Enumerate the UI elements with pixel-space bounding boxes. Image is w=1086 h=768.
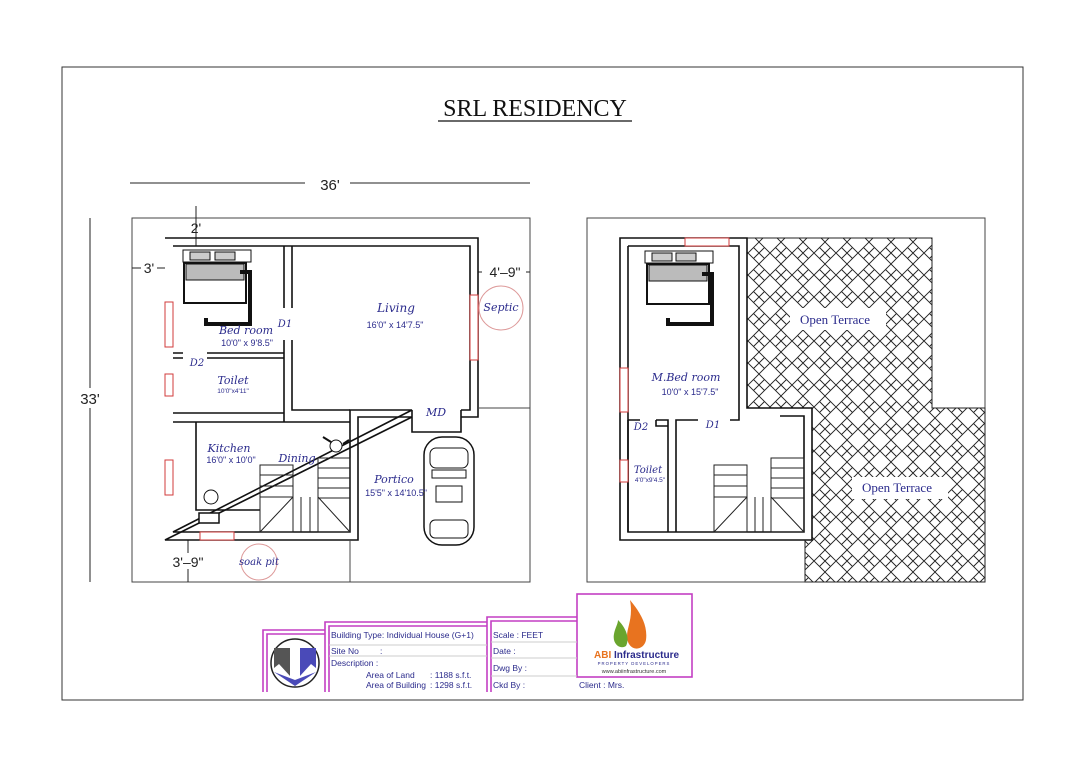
window [199,531,235,541]
window [619,367,629,413]
company-logo: ABI Infrastructure PROPERTY DEVELOPERS w… [594,600,679,675]
room-size: 4'0"x9'4.5" [635,477,666,484]
svg-text:www.abiinfrastructure.com: www.abiinfrastructure.com [601,669,667,675]
room-size: 10'0" x 15'7.5" [662,387,719,397]
description-label: Description : [331,658,378,668]
title-block: EAST Building Type: Individual House (G+… [262,593,693,692]
drawn-by: Dwg By : [493,663,527,673]
area-land-label: Area of Land [366,670,415,680]
ground-floor-plan: 2' 3' 4'–9" 3'–9" [131,206,531,583]
door-label: D1 [277,319,292,330]
first-floor-plan: Open Terrace Open Terrace M.Bed room 10'… [586,217,986,583]
room-name: Bed room [218,324,273,337]
bottom-setback-dim: 3'–9" [172,554,203,570]
sheet-title: SRL RESIDENCY [443,96,627,122]
room-name: Toilet [634,465,663,476]
septic-label: Septic [483,301,518,314]
terrace-label: Open Terrace [862,480,932,495]
svg-text:36': 36' [320,177,340,194]
dimension-width: 36' [130,172,530,194]
window [164,373,174,397]
sink-icon [198,489,220,524]
door-label: D2 [189,358,204,369]
svg-text:PROPERTY DEVELOPERS: PROPERTY DEVELOPERS [598,661,671,666]
site-no-value: : [380,646,382,656]
dimension-depth: 33' [76,218,106,582]
soak-pit-marker [240,543,278,581]
svg-text:33': 33' [80,391,100,408]
window [684,237,730,247]
front-setback-dim: 2' [191,220,201,236]
right-setback-dim: 4'–9" [489,264,520,280]
window [469,294,479,361]
room-size: 10'0" x 9'8.5" [221,338,273,348]
sheet-border [61,66,1024,701]
terrace-label: Open Terrace [800,312,870,327]
room-name: Dining [277,452,315,465]
soak-pit-label: soak pit [239,557,280,568]
date: Date : [493,646,516,656]
area-building-label: Area of Building [366,680,426,690]
window [164,459,174,496]
site-no-label: Site No [331,646,359,656]
room-size: 15'5" x 14'10.5" [365,488,427,498]
svg-text:ABI Infrastructure: ABI Infrastructure [594,650,679,661]
left-setback-dim: 3' [144,260,154,276]
room-size: 10'0"x4'11" [217,388,249,395]
room-name: Living [376,301,415,315]
bed-icon [644,250,714,326]
window [619,459,629,483]
septic-tank-marker [478,285,524,331]
checked-by: Ckd By : [493,680,525,690]
car-icon [423,436,475,546]
staircase [713,457,805,533]
room-name: Portico [373,473,414,486]
room-size: 16'0" x 10'0" [206,455,255,465]
scale: Scale : FEET [493,630,543,640]
room-name: M.Bed room [651,371,721,384]
door-label: D1 [705,420,720,431]
dining-chair-icon [322,436,350,453]
staircase [259,457,351,533]
compass-east-icon: EAST [270,638,320,688]
area-land-value: : 1188 s.f.t. [430,670,471,680]
room-name: Toilet [217,374,249,387]
room-name: Kitchen [207,442,251,455]
client: Client : Mrs. [579,680,624,690]
terrace-hatch [746,237,986,583]
bed-icon [182,249,252,326]
building-type: Building Type: Individual House (G+1) [331,630,474,640]
svg-text:EAST: EAST [292,654,299,673]
door-label: MD [425,406,446,419]
room-size: 16'0" x 14'7.5" [367,320,424,330]
door-label: D2 [633,422,648,433]
area-building-value: : 1298 s.f.t. [430,680,472,690]
window [164,301,174,348]
